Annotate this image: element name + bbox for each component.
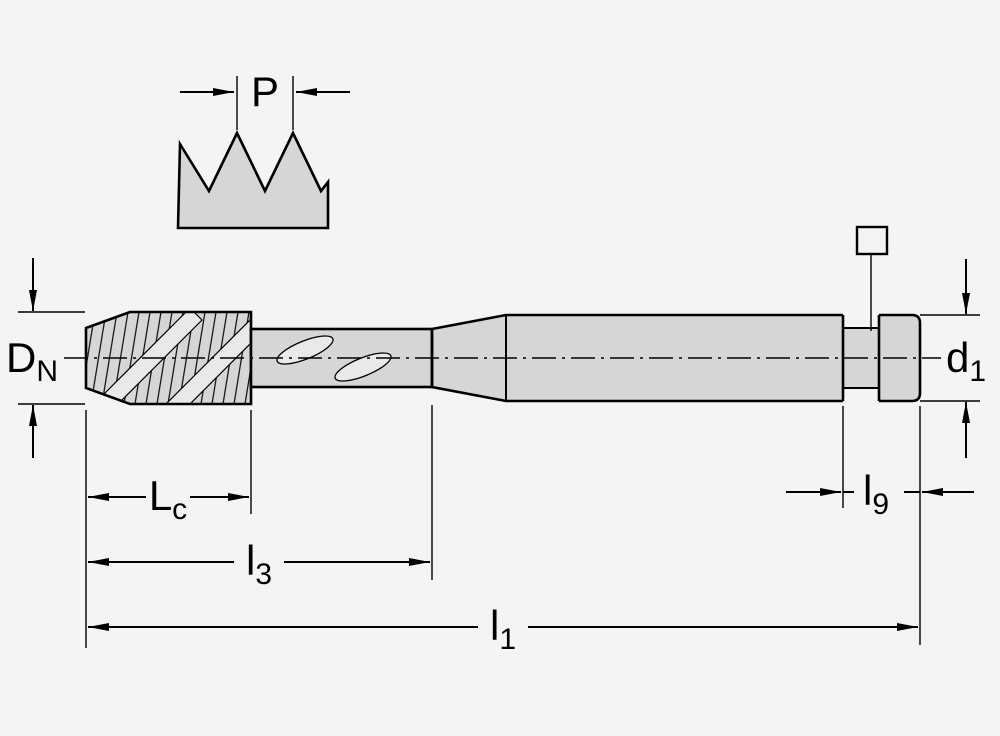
spiral-flute: [163, 312, 251, 404]
l1-label: l1: [490, 602, 516, 656]
lc-label: Lc: [149, 472, 187, 526]
thread-profile-shape: [176, 130, 330, 230]
square-drive-notch-top: [843, 312, 879, 328]
spiral-flute: [91, 312, 203, 404]
dn-label: DN: [6, 334, 58, 388]
spiral-flutes: [91, 312, 251, 404]
square-symbol: [855, 225, 889, 256]
pitch-label: P: [251, 68, 279, 115]
l9-label: l9: [863, 467, 889, 521]
square-drive-notch-bottom: [843, 388, 879, 404]
d1-label: d1: [946, 334, 986, 388]
thread-section-outline: [84, 310, 253, 406]
l3-label: l3: [246, 537, 272, 591]
dimensions: DN d1 Lc l3 l1 l9: [6, 258, 986, 656]
thread-profile-detail: P: [176, 68, 350, 230]
shank-section: [430, 313, 922, 403]
tap-body: [64, 225, 941, 406]
